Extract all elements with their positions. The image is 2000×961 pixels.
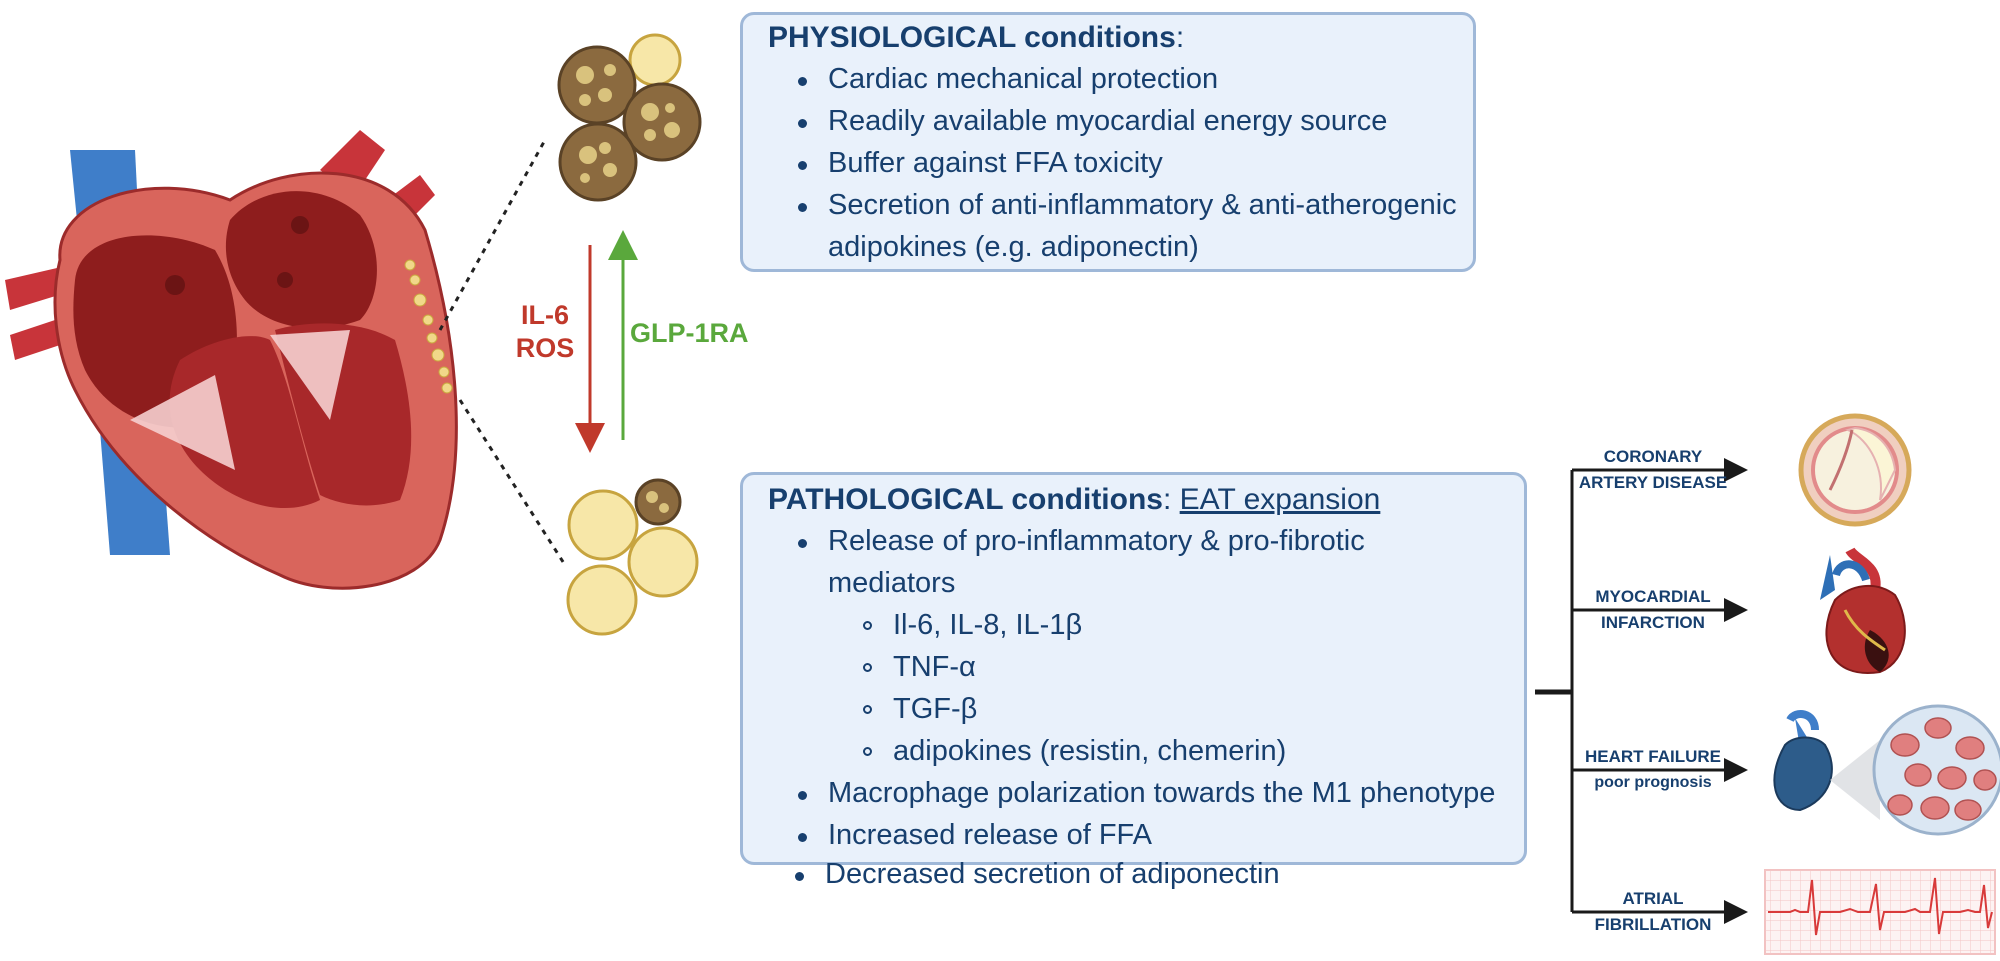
- pathological-sub-bullet: Il-6, IL-8, IL-1β: [862, 609, 1083, 641]
- outcome-line: HEART FAILURE: [1585, 747, 1721, 766]
- physiological-title-colon: :: [1175, 21, 1185, 54]
- pathological-bullet: Decreased secretion of adiponectin: [795, 858, 1280, 890]
- physiological-bullet-continuation: adipokines (e.g. adiponectin): [828, 231, 1199, 263]
- pulmonary-vessel-left-2: [10, 320, 60, 360]
- outcome-label-myocardial-infarction: MYOCARDIAL INFARCTION: [1548, 584, 1758, 636]
- down-arrow-label-ros: ROS: [515, 333, 575, 363]
- pathological-bullet: Release of pro-inflammatory & pro-fibrot…: [798, 525, 1365, 557]
- pathological-bullet: Macrophage polarization towards the M1 p…: [797, 777, 1496, 809]
- physiological-title: PHYSIOLOGICAL conditions:: [768, 21, 1184, 55]
- infarcted-heart-icon: [1820, 546, 1906, 675]
- outcome-label-coronary-artery-disease: CORONARY ARTERY DISEASE: [1548, 444, 1758, 496]
- outcome-line: ATRIAL: [1622, 889, 1684, 908]
- pathological-title-underlined: EAT expansion: [1179, 483, 1381, 516]
- valve-right: [270, 330, 350, 420]
- pathological-sub-bullet: adipokines (resistin, chemerin): [862, 735, 1287, 767]
- pathological-title: PATHOLOGICAL conditions: EAT expansion: [768, 483, 1380, 517]
- ventricle-left: [169, 336, 320, 509]
- artery-cross-section-icon: [1798, 413, 1912, 527]
- outcome-line: FIBRILLATION: [1594, 915, 1712, 934]
- pathological-conditions-box: PATHOLOGICAL conditions: EAT expansion R…: [740, 472, 1527, 865]
- physiological-title-bold: PHYSIOLOGICAL conditions: [768, 21, 1176, 54]
- pathological-title-colon: :: [1162, 483, 1180, 516]
- physiological-bullet: Buffer against FFA toxicity: [798, 147, 1163, 179]
- outcome-connectors: [1535, 458, 1748, 924]
- outcome-line: MYOCARDIAL: [1595, 587, 1711, 606]
- outcome-line: poor prognosis: [1594, 774, 1712, 791]
- fibrotic-tissue-icon: [1872, 704, 2000, 836]
- outcome-line: CORONARY: [1603, 447, 1703, 466]
- outcome-line: INFARCTION: [1601, 613, 1705, 632]
- ecg-strip-icon: [1764, 869, 1996, 955]
- physiological-bullet: Secretion of anti-inflammatory & anti-at…: [798, 189, 1457, 221]
- pathological-bullet-continuation: mediators: [828, 567, 956, 599]
- zoom-line-top: [438, 139, 547, 331]
- pathological-title-bold: PATHOLOGICAL conditions: [768, 483, 1163, 516]
- valve-left: [130, 375, 235, 470]
- pathological-sub-bullet: TNF-α: [863, 651, 976, 683]
- epicardial-fat-deposits: [404, 259, 453, 394]
- down-arrow-label-il6: IL-6: [520, 300, 569, 330]
- heart-failure-icon: [1773, 710, 1880, 820]
- physiological-bullet: Readily available myocardial energy sour…: [797, 105, 1388, 137]
- outcome-label-atrial-fibrillation: ATRIAL FIBRILLATION: [1548, 886, 1758, 938]
- atrium-right: [225, 191, 377, 329]
- physiological-bullet: Cardiac mechanical protection: [797, 63, 1219, 95]
- up-arrow-label-glp1ra: GLP-1RA: [630, 318, 749, 348]
- healthy-adipocytes-icon: [557, 33, 702, 202]
- pathological-sub-bullet: TGF-β: [862, 693, 978, 725]
- expanded-adipocytes-icon: [566, 478, 699, 636]
- heart-cross-section-illustration: [5, 130, 458, 590]
- zoom-line-bottom: [458, 399, 567, 566]
- outcome-line: ARTERY DISEASE: [1578, 473, 1728, 492]
- outcome-label-heart-failure: HEART FAILURE poor prognosis: [1548, 744, 1758, 796]
- physiological-conditions-box: PHYSIOLOGICAL conditions: Cardiac mechan…: [740, 12, 1476, 272]
- pathological-bullet: Increased release of FFA: [798, 819, 1152, 851]
